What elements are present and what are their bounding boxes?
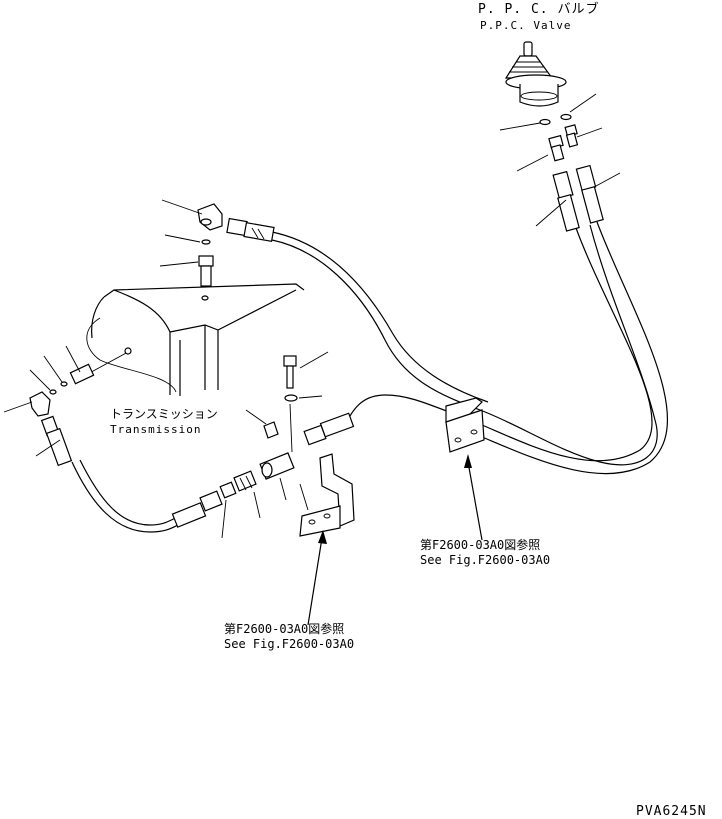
plug bbox=[124, 347, 132, 355]
ppc-valve-label-jp: P. P. C. バルブ bbox=[478, 1, 599, 17]
hose-fitting bbox=[171, 490, 223, 528]
reference-arrow bbox=[464, 454, 483, 541]
hose bbox=[79, 459, 179, 526]
mounting-bracket bbox=[299, 453, 355, 537]
o-ring bbox=[201, 295, 209, 301]
transmission-housing bbox=[91, 283, 305, 396]
nut bbox=[263, 421, 279, 439]
o-ring bbox=[201, 239, 211, 245]
adapter bbox=[548, 134, 565, 162]
drawing-number: PVA6245N bbox=[636, 804, 707, 819]
reference-arrow bbox=[307, 530, 327, 626]
ppc-valve bbox=[504, 41, 567, 107]
hose-fitting bbox=[303, 412, 355, 446]
mounting-bracket bbox=[445, 397, 485, 453]
hose bbox=[71, 461, 181, 533]
o-ring bbox=[560, 113, 572, 121]
reference-label-right-jp: 第F2600-03A0図参照 bbox=[420, 537, 540, 552]
bolt bbox=[283, 355, 297, 389]
elbow-fitting bbox=[197, 203, 223, 231]
o-ring bbox=[49, 389, 57, 395]
hose-fitting bbox=[40, 415, 73, 467]
hose-fitting bbox=[226, 217, 275, 243]
hose bbox=[469, 221, 668, 475]
elbow-fitting bbox=[29, 391, 51, 417]
bulkhead-fitting bbox=[259, 452, 295, 480]
hose-fitting bbox=[552, 170, 580, 232]
hose bbox=[344, 227, 653, 462]
adapter bbox=[69, 363, 95, 385]
hose-fitting bbox=[575, 164, 604, 224]
transmission-label-en: Transmission bbox=[110, 423, 201, 436]
washer bbox=[284, 394, 298, 402]
adapter bbox=[564, 124, 579, 148]
hose bbox=[271, 224, 658, 466]
adapter bbox=[198, 255, 214, 287]
quick-coupler bbox=[219, 470, 257, 499]
reference-label-left-en: See Fig.F2600-03A0 bbox=[224, 637, 354, 651]
hose bbox=[271, 231, 489, 403]
reference-label-left-jp: 第F2600-03A0図参照 bbox=[224, 621, 344, 636]
o-ring bbox=[60, 381, 68, 387]
reference-label-right-en: See Fig.F2600-03A0 bbox=[420, 553, 550, 567]
ppc-valve-label-en: P.P.C. Valve bbox=[480, 19, 571, 32]
o-ring bbox=[539, 118, 551, 126]
transmission-label-jp: トランスミッション bbox=[110, 407, 218, 421]
